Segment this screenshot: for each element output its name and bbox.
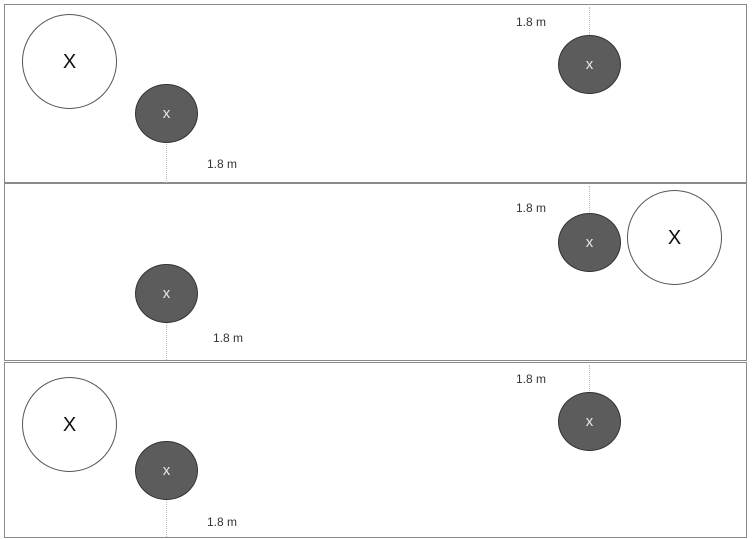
distance-label-right: 1.8 m bbox=[516, 372, 547, 386]
small-circle-right: x bbox=[558, 35, 621, 94]
large-circle: X bbox=[627, 190, 722, 285]
small-circle-mark: x bbox=[585, 56, 594, 73]
small-circle-mark: x bbox=[162, 462, 171, 479]
large-circle: X bbox=[22, 14, 117, 109]
guide-line-right bbox=[589, 7, 590, 37]
large-circle-mark: X bbox=[667, 226, 682, 249]
panel-1: X x x 1.8 m 1.8 m bbox=[4, 4, 747, 183]
guide-line-right bbox=[589, 186, 590, 212]
small-circle-left: x bbox=[135, 84, 198, 143]
large-circle: X bbox=[22, 377, 117, 472]
large-circle-mark: X bbox=[62, 413, 77, 436]
small-circle-left: x bbox=[135, 264, 198, 323]
guide-line-left bbox=[166, 139, 167, 183]
panel-3: X x x 1.8 m 1.8 m bbox=[4, 362, 747, 538]
distance-label-right: 1.8 m bbox=[516, 15, 547, 29]
small-circle-mark: x bbox=[585, 234, 594, 251]
panel-2: x X x 1.8 m 1.8 m bbox=[4, 183, 747, 361]
distance-label-left: 1.8 m bbox=[213, 331, 244, 345]
small-circle-mark: x bbox=[162, 285, 171, 302]
distance-label-left: 1.8 m bbox=[207, 157, 238, 171]
guide-line-left bbox=[166, 497, 167, 537]
distance-label-left: 1.8 m bbox=[207, 515, 238, 529]
small-circle-mark: x bbox=[162, 105, 171, 122]
small-circle-left: x bbox=[135, 441, 198, 500]
guide-line-right bbox=[589, 365, 590, 391]
small-circle-mark: x bbox=[585, 413, 594, 430]
small-circle-right: x bbox=[558, 392, 621, 451]
small-circle-right: x bbox=[558, 213, 621, 272]
large-circle-mark: X bbox=[62, 50, 77, 73]
distance-label-right: 1.8 m bbox=[516, 201, 547, 215]
guide-line-left bbox=[166, 322, 167, 360]
